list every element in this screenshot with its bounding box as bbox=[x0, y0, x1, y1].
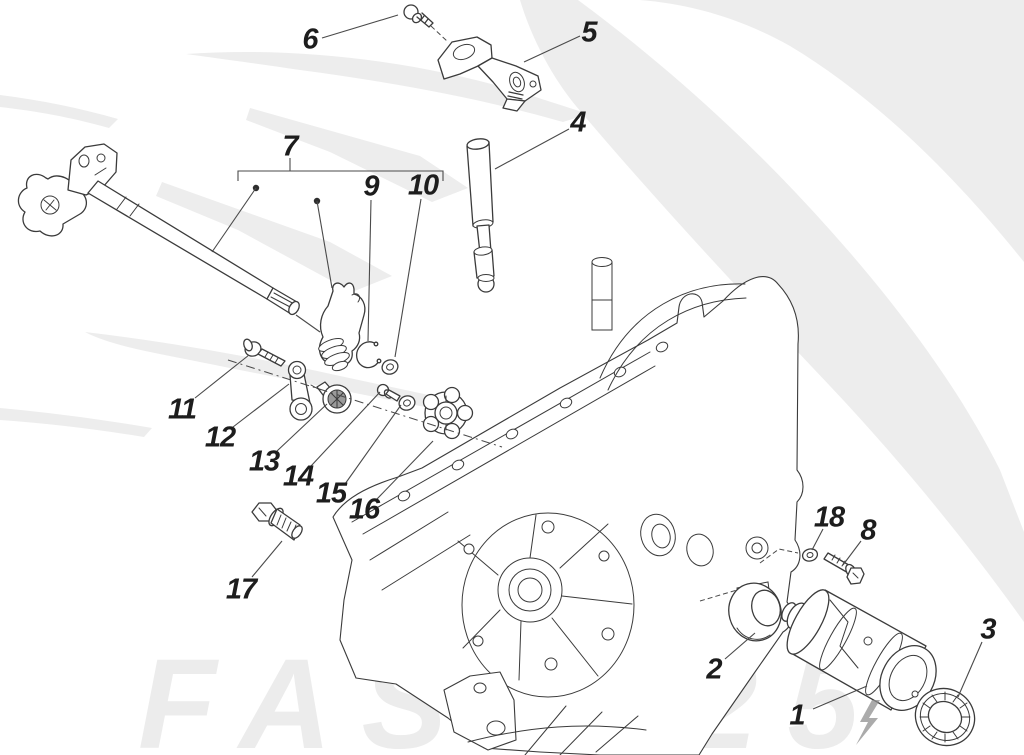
leader-line-5 bbox=[523, 35, 581, 63]
callout-11: 11 bbox=[167, 393, 197, 426]
eagle-wing-stroke-4 bbox=[0, 408, 152, 437]
callout-7: 7 bbox=[282, 130, 298, 163]
bushing-axis-line bbox=[699, 589, 738, 602]
leader-line-15 bbox=[344, 404, 402, 485]
leader-line-16 bbox=[376, 440, 434, 500]
callout-6: 6 bbox=[302, 23, 318, 56]
leader-line-9 bbox=[367, 199, 372, 342]
leader-line-12 bbox=[232, 383, 290, 428]
callout-15: 15 bbox=[315, 477, 347, 510]
eagle-head-upper bbox=[640, 0, 1024, 262]
callout-13: 13 bbox=[248, 445, 280, 478]
screw-axis-line bbox=[430, 25, 449, 43]
part-7-fork-spring bbox=[318, 282, 366, 372]
watermark-lightning-accent bbox=[856, 700, 880, 745]
leader-line-7b bbox=[316, 200, 333, 289]
leader-line-10 bbox=[394, 198, 422, 358]
part-7-shift-shaft bbox=[17, 143, 321, 333]
bracket-7 bbox=[237, 158, 444, 181]
side-boss-2 bbox=[686, 533, 714, 567]
bearing-rollers bbox=[919, 691, 971, 743]
leader-line-6 bbox=[321, 14, 399, 39]
leader-line-7a bbox=[211, 187, 257, 253]
eagle-wing-stroke-5 bbox=[246, 108, 468, 202]
eagle-wing-stroke-1 bbox=[186, 51, 588, 122]
callout-4: 4 bbox=[570, 106, 586, 139]
top-dome-arc bbox=[599, 283, 746, 379]
callout-14: 14 bbox=[282, 460, 314, 493]
callout-17: 17 bbox=[225, 573, 257, 606]
part-11-bolt bbox=[243, 338, 286, 367]
part-8-bolt bbox=[823, 552, 865, 585]
part-3-needle-bearing bbox=[914, 687, 976, 747]
part-16-star-cam bbox=[422, 386, 474, 440]
callout-18: 18 bbox=[813, 501, 845, 534]
leader-line-13 bbox=[276, 403, 328, 452]
exploded-parts bbox=[17, 4, 976, 747]
callout-leaders bbox=[194, 14, 983, 710]
eagle-wing-stroke-3 bbox=[0, 95, 118, 128]
intake-boot bbox=[591, 261, 613, 331]
part-13-detent bbox=[310, 381, 352, 414]
part-10-washer bbox=[381, 359, 399, 375]
top-dome-arc-2 bbox=[607, 297, 747, 391]
part-9-circlip bbox=[356, 341, 382, 369]
callout-2: 2 bbox=[706, 653, 722, 686]
crank-chamber-wall bbox=[461, 512, 635, 698]
callout-5: 5 bbox=[581, 16, 597, 49]
gasket-bolt-holes bbox=[397, 341, 669, 502]
part-15-washer bbox=[398, 395, 416, 411]
leader-line-3 bbox=[957, 641, 983, 698]
callout-3: 3 bbox=[980, 613, 996, 646]
crank-hub-bore bbox=[517, 577, 543, 603]
callout-10: 10 bbox=[407, 169, 439, 202]
leader-line-2 bbox=[724, 632, 756, 660]
sump-ribs bbox=[369, 511, 647, 755]
part-18-washer bbox=[801, 548, 819, 562]
leader-line-18 bbox=[811, 528, 824, 551]
callout-8: 8 bbox=[860, 514, 876, 547]
callout-16: 16 bbox=[348, 493, 380, 526]
crankcase-small-holes bbox=[463, 520, 615, 671]
callout-1: 1 bbox=[789, 699, 805, 732]
part-4-selector-rod bbox=[466, 138, 495, 293]
part-1-shift-drum bbox=[781, 589, 937, 745]
callout-9: 9 bbox=[363, 170, 379, 203]
engine-crankcase bbox=[332, 257, 804, 755]
part-14-bolt bbox=[376, 383, 401, 402]
leader-line-8 bbox=[842, 540, 862, 566]
leader-line-11 bbox=[194, 354, 250, 399]
part-6-screw bbox=[403, 4, 434, 28]
leader-line-17 bbox=[251, 540, 283, 578]
eagle-wing-stroke-6 bbox=[156, 182, 392, 292]
leader-line-4 bbox=[494, 128, 570, 170]
part-2-bushing bbox=[728, 582, 782, 642]
gasket-face-line-2 bbox=[362, 365, 656, 535]
part-17-neutral-switch bbox=[251, 502, 303, 541]
eagle-wing-stroke-2 bbox=[85, 332, 452, 408]
part-5-lever-bracket bbox=[437, 36, 542, 112]
leader-line-1 bbox=[812, 685, 868, 710]
callout-12: 12 bbox=[204, 421, 236, 454]
bolt-8-axis-line bbox=[759, 548, 799, 564]
